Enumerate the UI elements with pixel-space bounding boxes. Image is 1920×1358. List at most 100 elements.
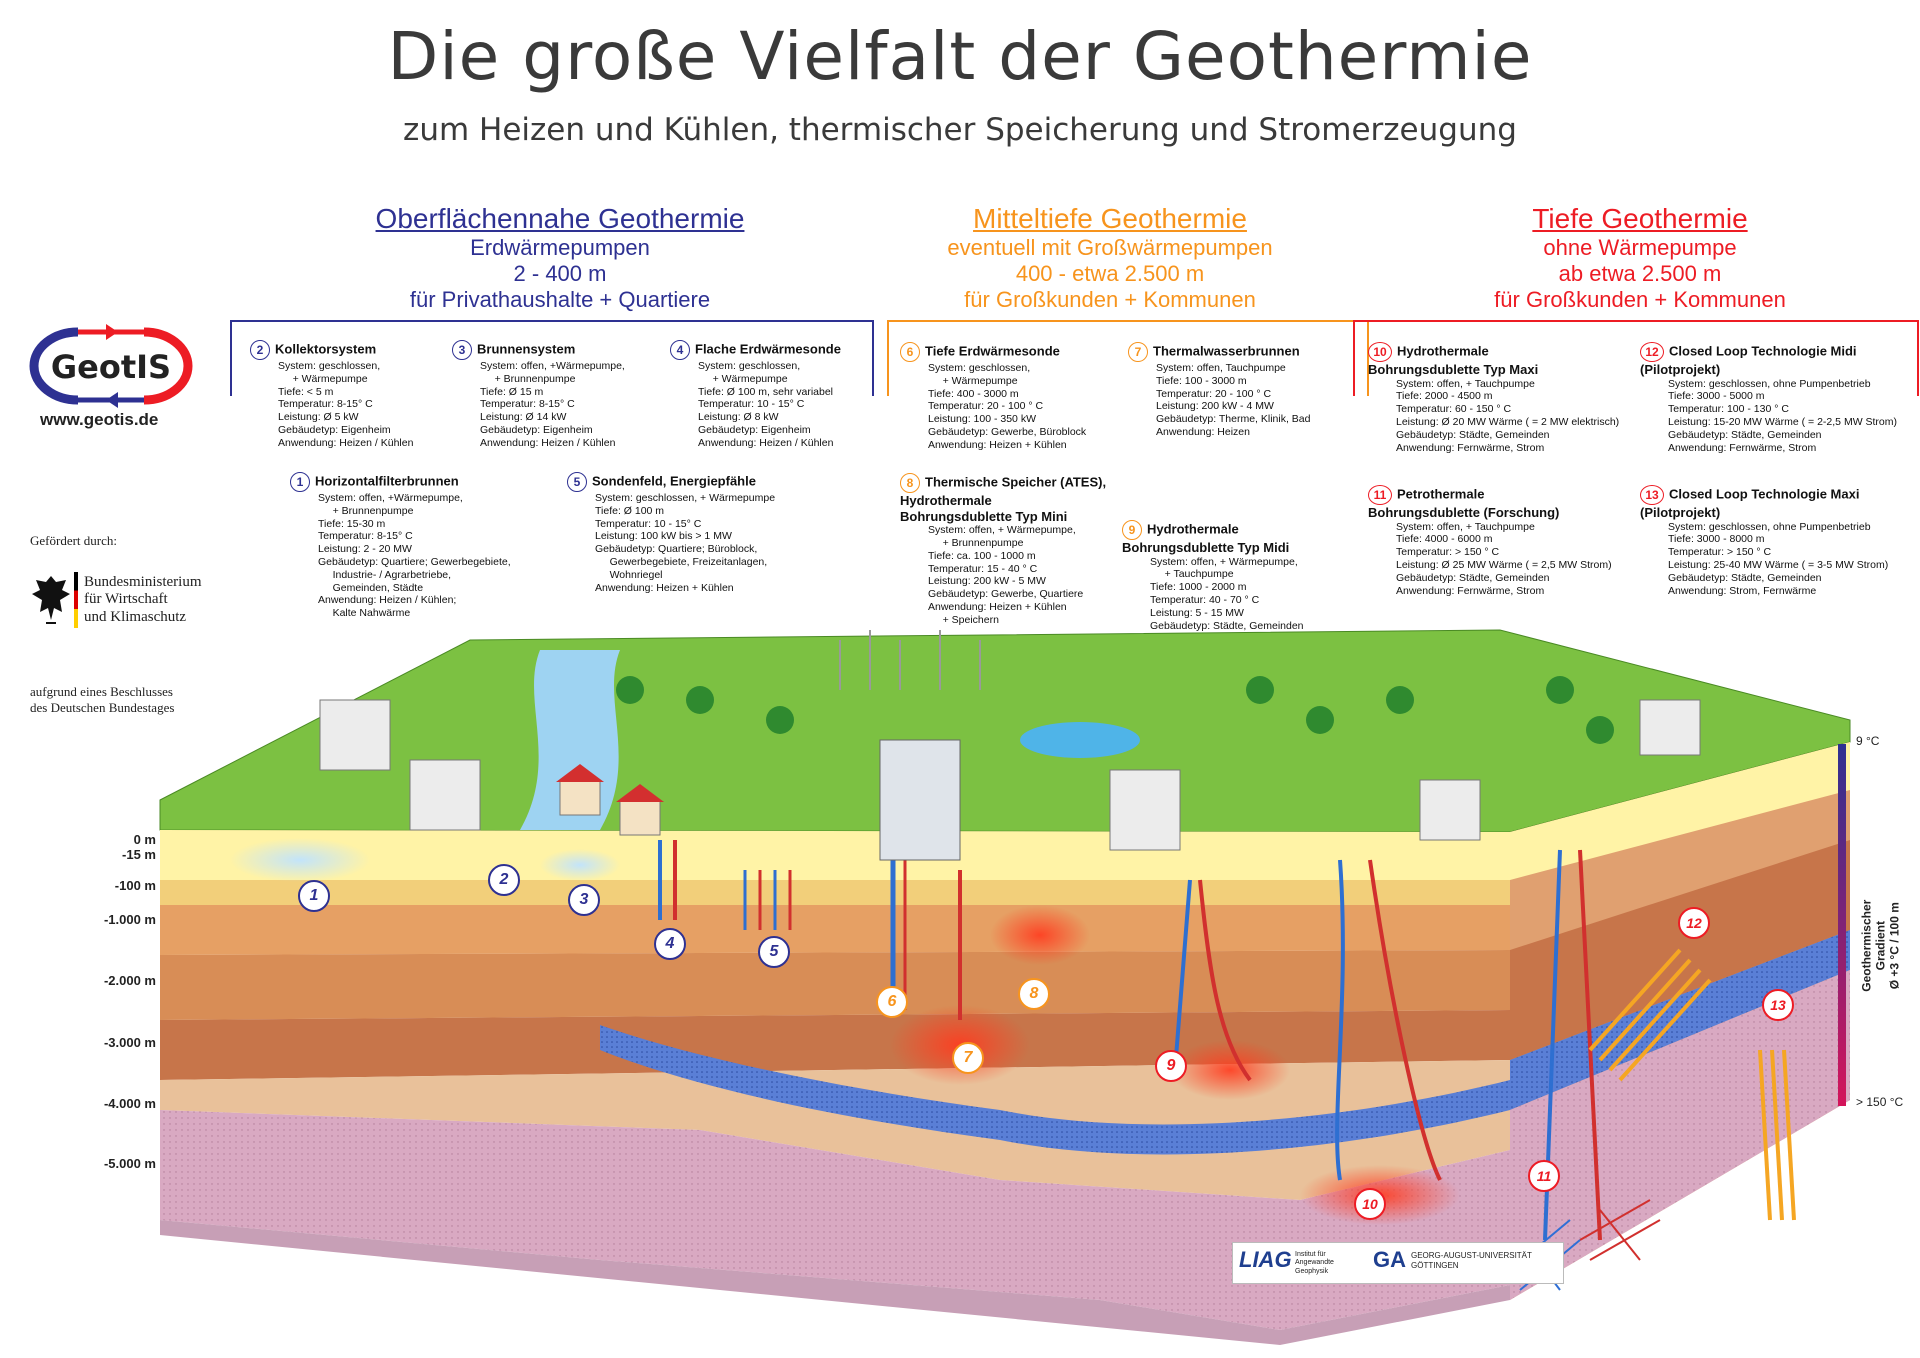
borehole-field-5 (743, 870, 792, 930)
entry-2-title: Kollektorsystem (275, 341, 377, 357)
marker-9: 9 (1155, 1050, 1187, 1082)
entry-5-details: System: geschlossen, + Wärmepumpe Tiefe:… (595, 492, 776, 594)
layer-sand (160, 880, 1510, 905)
category-medium: Mitteltiefe Geothermie eventuell mit Gro… (870, 202, 1350, 313)
entry-5: 5 Sondenfeld, Energiepfähle System: gesch… (567, 472, 837, 594)
ministry-line-2: für Wirtschaft (84, 591, 168, 608)
entry-9-title: Hydrothermale Bohrungsdublette Typ Midi (1122, 521, 1290, 555)
funding-note-line-2: des Deutschen Bundestages (30, 700, 175, 716)
marker-3: 3 (568, 884, 600, 916)
gradient-label-line-2: Gradient (1873, 921, 1888, 971)
entry-7-details: System: offen, Tauchpumpe Tiefe: 100 - 3… (1156, 362, 1311, 438)
entry-9-num: 9 (1122, 520, 1142, 540)
entry-1-num: 1 (290, 472, 310, 492)
marker-10: 10 (1354, 1188, 1386, 1220)
entry-13-num: 13 (1640, 485, 1664, 505)
closed-loop-12 (1588, 948, 1712, 1082)
entry-10-title: Hydrothermale Bohrungsdublette Typ Maxi (1368, 343, 1539, 377)
liag-logo: LIAG (1239, 1247, 1292, 1272)
funding-label: Gefördert durch: (30, 533, 117, 548)
marker-1: 1 (298, 880, 330, 912)
entry-1-title: Horizontalfilterbrunnen (315, 473, 459, 489)
layer-sandstone (160, 950, 1510, 1020)
entry-12-details: System: geschlossen, ohne Pumpenbetrieb … (1668, 377, 1898, 454)
depth-5000: -5.000 m (103, 1156, 156, 1171)
marker-2: 2 (488, 864, 520, 896)
category-shallow-line-2: 2 - 400 m (513, 260, 607, 286)
entry-11-title: Petrothermale Bohrungsdublette (Forschun… (1368, 486, 1560, 520)
marker-7: 7 (952, 1042, 984, 1074)
logo-name: GeotIS (50, 348, 172, 386)
entry-6-num: 6 (900, 342, 920, 362)
heat-zone-8 (990, 905, 1090, 965)
marker-8: 8 (1018, 978, 1050, 1010)
entry-5-title: Sondenfeld, Energiepfähle (592, 473, 756, 489)
page-title: Die große Vielfalt der Geothermie (387, 18, 1533, 95)
marker-4: 4 (654, 928, 686, 960)
ga-subtitle: GEORG-AUGUST-UNIVERSITÄT GÖTTINGEN (1411, 1251, 1532, 1270)
lake (1020, 722, 1140, 758)
layer-basement-base (160, 1220, 1510, 1345)
entry-7-num: 7 (1128, 342, 1148, 362)
entry-13-details: System: geschlossen, ohne Pumpenbetrieb … (1668, 520, 1889, 597)
bracket-deep (1353, 320, 1919, 396)
entry-8-title: Thermische Speicher (ATES), Hydrothermal… (900, 474, 1107, 524)
marker-12: 12 (1678, 907, 1710, 939)
entry-8-details: System: offen, + Wärmepumpe, + Brunnenpu… (928, 524, 1084, 626)
ministry-line-1: Bundesministerium (84, 574, 202, 590)
entry-2-num: 2 (250, 340, 270, 360)
ministry-line-3: und Klimaschutz (84, 608, 187, 625)
entry-1: 1 Horizontalfilterbrunnen System: offen, … (290, 472, 530, 620)
entry-7-title: Thermalwasserbrunnen (1153, 343, 1300, 359)
side-face-basement (1510, 970, 1850, 1300)
entry-3-details: System: offen, +Wärmepumpe, + Brunnenpum… (480, 360, 625, 449)
category-shallow-heading: Oberflächennahe Geothermie (375, 203, 745, 234)
category-medium-line-1: eventuell mit Großwärmepumpen (947, 235, 1273, 261)
gradient-bottom-label: > 150 °C (1856, 1095, 1904, 1109)
category-medium-line-2: 400 - etwa 2.500 m (1015, 260, 1205, 286)
depth-2000: -2.000 m (103, 973, 156, 988)
entry-7: 7 Thermalwasserbrunnen System: offen, Tau… (1128, 342, 1348, 439)
borehole-11-produce (1578, 849, 1602, 1241)
geothermal-block-diagram (159, 629, 1851, 1345)
layer-marl (160, 1060, 1510, 1200)
entry-11-num: 11 (1368, 485, 1392, 505)
category-medium-heading: Mitteltiefe Geothermie (973, 203, 1247, 234)
geotis-logo[interactable]: GeotIS (26, 320, 196, 412)
entry-10-num: 10 (1368, 342, 1392, 362)
ministry-name: Bundesministerium für Wirtschaft und Kli… (84, 574, 202, 626)
gradient-label-line-1: Geothermischer (1859, 899, 1874, 992)
layer-basement (160, 1110, 1510, 1330)
entry-5-num: 5 (567, 472, 587, 492)
ga-logo: GA (1373, 1247, 1406, 1272)
page-subtitle: zum Heizen und Kühlen, thermischer Speic… (403, 112, 1517, 148)
category-shallow-line-1: Erdwärmepumpen (470, 235, 650, 261)
category-medium-line-3: für Großkunden + Kommunen (964, 286, 1256, 312)
logo-url[interactable]: www.geotis.de (40, 410, 159, 429)
depth-3000: -3.000 m (103, 1035, 156, 1050)
entry-1-details: System: offen, +Wärmepumpe, + Brunnenpum… (318, 492, 511, 620)
category-deep: Tiefe Geothermie ohne Wärmepumpe ab etwa… (1400, 202, 1880, 313)
closed-loop-13 (1758, 1049, 1796, 1221)
bracket-shallow (230, 320, 874, 396)
depth-1000: -1.000 m (103, 912, 156, 927)
gradient-label: Geothermischer Gradient Ø +3 °C / 100 m (1859, 851, 1901, 1041)
entry-13-title: Closed Loop Technologie Maxi (Pilotproje… (1640, 486, 1860, 520)
marker-6: 6 (876, 986, 908, 1018)
depth-0: 0 m (133, 832, 156, 847)
side-face-soil (1510, 742, 1850, 880)
entry-4-title: Flache Erdwärmesonde (695, 341, 841, 357)
entry-3-title: Brunnensystem (477, 341, 576, 357)
wind-turbines (839, 630, 981, 690)
borehole-10-produce (1368, 859, 1442, 1181)
buildings (319, 699, 1701, 861)
fracture-network-red (1579, 1199, 1661, 1261)
